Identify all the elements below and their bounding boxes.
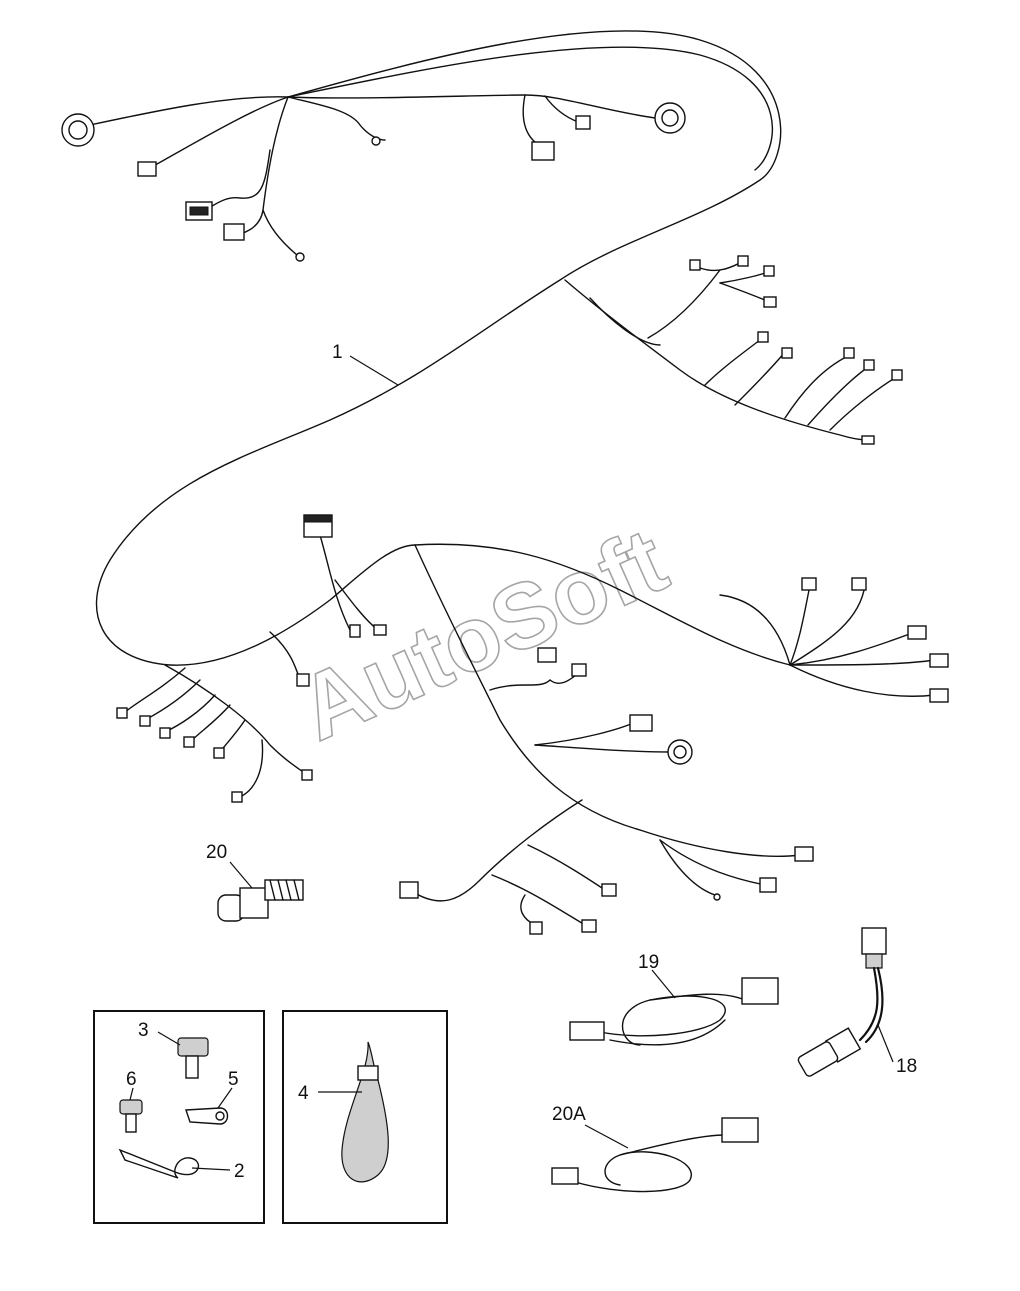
connector-ru-2 [737,255,749,267]
connector-lower-left [399,881,419,899]
connector-ll-5 [213,747,225,759]
callout-1: 1 [332,342,343,363]
connector-lower-mid [601,883,617,897]
inset-box-hardware [93,1010,265,1224]
callout-18: 18 [896,1056,917,1077]
leader-3 [157,1031,181,1046]
connector-ru-1 [689,259,701,271]
leader-5 [217,1087,233,1109]
small-connector-top [575,115,591,130]
two-pin-connector [223,223,245,241]
sensor-18-connector [861,927,887,955]
sensor-20-thread [264,879,304,901]
multi-pin-connector-face [189,206,209,216]
bolt-3-shank [185,1055,199,1079]
round-connector-left-face [68,120,88,140]
connector-ll-1 [116,707,128,719]
callout-4: 4 [298,1083,309,1104]
connector-ll-6 [301,769,313,781]
callout-2: 2 [234,1161,245,1182]
connector-lower-mid-2 [581,919,597,933]
connector-right-b [851,577,867,591]
connector-right-e [929,688,949,703]
leader-2 [191,1167,231,1171]
round-connector-right-face [661,109,679,127]
ring-terminal-a [371,136,381,146]
leader-18 [877,1024,894,1063]
callouts: 1 2 3 4 5 6 18 19 20 20A [126,342,917,1182]
inset-box-cable-tie [282,1010,448,1224]
connector-lower-right-a [794,846,814,862]
part-18-sensor [797,927,887,1077]
sensor-20a-body [551,1167,579,1185]
leader-20a [584,1124,629,1149]
connector-right-d [929,653,949,668]
connector-ru-8 [863,359,875,371]
connector-inner-c [296,673,310,687]
bolt-3-head [177,1037,209,1057]
multi-pin-connector-top [531,141,555,161]
callout-6: 6 [126,1069,137,1090]
ring-terminal-b [295,252,305,262]
harness-connectors [61,102,949,935]
connector-ll-7 [231,791,243,803]
large-box-connector-top [303,514,333,523]
sensor-18-boot [865,953,883,969]
connector-lower-right-b [759,877,777,893]
connector-mid-2 [571,663,587,677]
connector-ll-3 [159,727,171,739]
connector-right-a [801,577,817,591]
connector-ll-2 [139,715,151,727]
part-20-sensor [217,879,304,922]
cable-tie-4 [341,1041,389,1183]
leader-1 [349,355,399,386]
ring-terminal-c [713,893,721,901]
rect-connector [137,161,157,177]
sensor-19-body [569,1021,605,1041]
cable-tie-4-head [357,1065,379,1081]
connector-ll-4 [183,736,195,748]
inset-cable-tie [282,1010,448,1224]
callout-19: 19 [638,952,659,973]
bolt-6-head [119,1099,143,1115]
inset-hardware [93,1010,265,1224]
connector-inner-a [349,624,361,638]
connector-ru-5 [757,331,769,343]
callout-20a: 20A [552,1104,586,1125]
connector-inner-b [373,624,387,636]
leader-6 [129,1087,134,1101]
callout-20: 20 [206,842,227,863]
sensor-18-probe [797,1041,839,1077]
bolt-6-shank [125,1113,137,1133]
connector-ru-9 [891,369,903,381]
connector-ru-3 [763,265,775,277]
connector-ru-7 [843,347,855,359]
callout-3: 3 [138,1020,149,1041]
part-20a-harness [551,1117,759,1193]
connector-ru-6 [781,347,793,359]
connector-ru-10 [861,435,875,445]
leader-20 [229,861,253,889]
clip-5 [185,1107,229,1125]
leader-lines [129,355,894,1171]
connector-lower-mid-3 [529,921,543,935]
sensor-20a-connector [721,1117,759,1143]
part-19-harness [569,977,779,1046]
callout-5: 5 [228,1069,239,1090]
connector-right-c [907,625,927,640]
leader-19 [651,969,676,999]
sensor-19-connector [741,977,779,1005]
sensor-20-hex [239,887,269,919]
clip-5-hole [215,1111,225,1121]
connector-mid [537,647,557,663]
round-connector-lower-face [673,745,687,759]
connector-ru-4 [763,296,777,308]
clamp-2 [118,1148,200,1179]
multi-pin-connector-mid [629,714,653,732]
main-harness [89,30,936,926]
